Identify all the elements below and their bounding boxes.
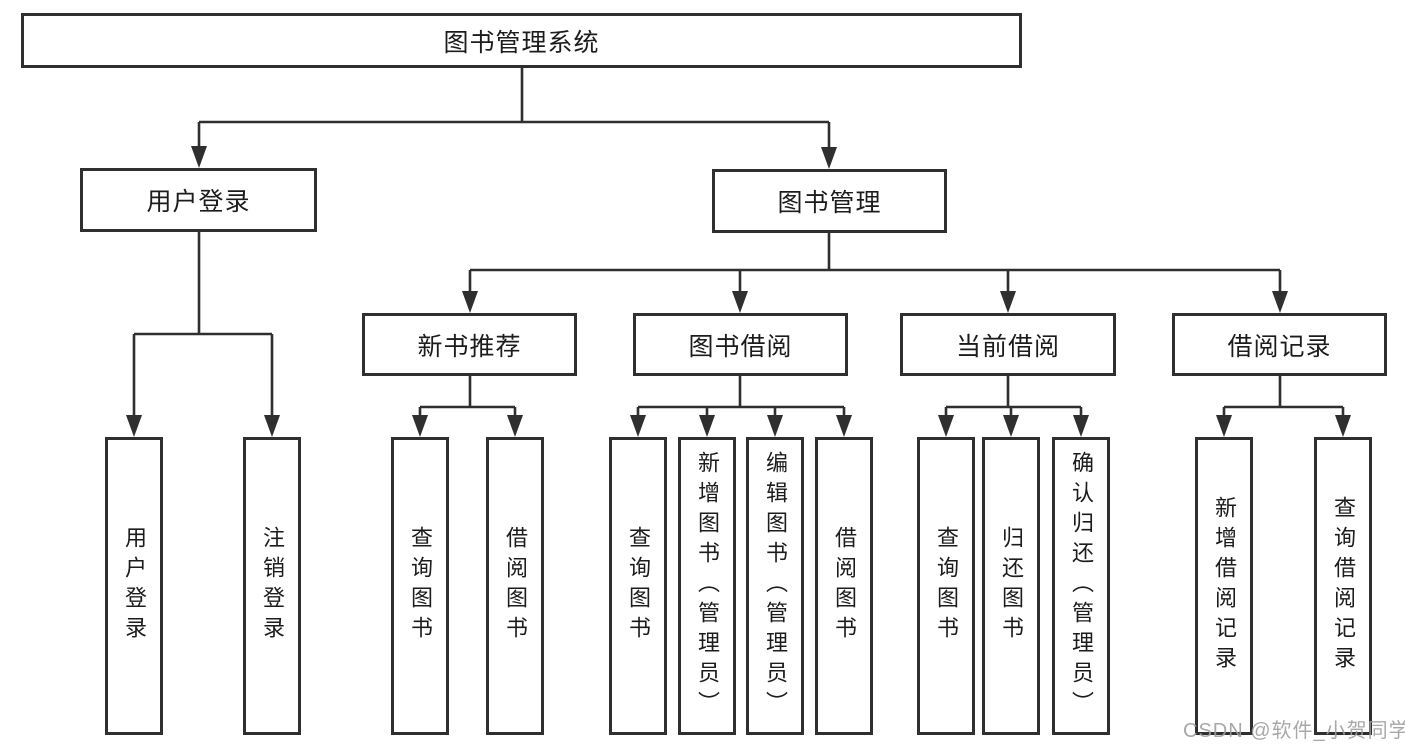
node-book-borrowing: 图书借阅 bbox=[633, 313, 848, 376]
leaf-query-borrow-record-label: 查询借阅记录 bbox=[1331, 496, 1356, 676]
node-book-management: 图书管理 bbox=[712, 169, 947, 233]
leaf-add-borrow-record: 新增借阅记录 bbox=[1195, 437, 1253, 735]
leaf-query-books-current: 查询图书 bbox=[917, 437, 975, 735]
leaf-edit-book-admin: 编辑图书（管理员） bbox=[746, 437, 804, 735]
leaf-user-login: 用户登录 bbox=[105, 437, 163, 735]
leaf-query-books-borrowing-label: 查询图书 bbox=[626, 526, 651, 646]
leaf-confirm-return-admin: 确认归还（管理员） bbox=[1052, 437, 1110, 735]
node-book-borrowing-label: 图书借阅 bbox=[688, 332, 793, 361]
leaf-user-login-label: 用户登录 bbox=[122, 526, 147, 646]
leaf-query-books-recommend: 查询图书 bbox=[391, 437, 449, 735]
leaf-borrow-books-borrowing-label: 借阅图书 bbox=[832, 526, 857, 646]
csdn-watermark: CSDN @软件_小贺同学 bbox=[1183, 720, 1405, 742]
leaf-logout: 注销登录 bbox=[243, 437, 301, 735]
leaf-add-book-admin-label: 新增图书（管理员） bbox=[695, 451, 720, 721]
node-user-login: 用户登录 bbox=[80, 168, 317, 232]
node-book-management-label: 图书管理 bbox=[777, 189, 882, 217]
node-new-book-recommend-label: 新书推荐 bbox=[417, 332, 522, 361]
node-current-borrowing: 当前借阅 bbox=[900, 313, 1116, 376]
leaf-query-books-current-label: 查询图书 bbox=[934, 526, 959, 646]
node-borrowing-records-label: 借阅记录 bbox=[1227, 332, 1332, 361]
leaf-logout-label: 注销登录 bbox=[260, 526, 285, 646]
leaf-query-books-borrowing: 查询图书 bbox=[609, 437, 667, 735]
node-borrowing-records: 借阅记录 bbox=[1172, 313, 1387, 376]
leaf-query-books-recommend-label: 查询图书 bbox=[408, 526, 433, 646]
leaf-return-book: 归还图书 bbox=[982, 437, 1040, 735]
leaf-add-borrow-record-label: 新增借阅记录 bbox=[1212, 496, 1237, 676]
node-user-login-label: 用户登录 bbox=[146, 188, 251, 216]
leaf-add-book-admin: 新增图书（管理员） bbox=[678, 437, 736, 735]
leaf-borrow-books-recommend-label: 借阅图书 bbox=[503, 526, 528, 646]
node-root-label: 图书管理系统 bbox=[443, 28, 600, 57]
leaf-borrow-books-borrowing: 借阅图书 bbox=[815, 437, 873, 735]
leaf-borrow-books-recommend: 借阅图书 bbox=[486, 437, 544, 735]
leaf-query-borrow-record: 查询借阅记录 bbox=[1314, 437, 1372, 735]
leaf-confirm-return-admin-label: 确认归还（管理员） bbox=[1069, 451, 1094, 721]
leaf-edit-book-admin-label: 编辑图书（管理员） bbox=[763, 451, 788, 721]
node-new-book-recommend: 新书推荐 bbox=[362, 313, 577, 376]
leaf-return-book-label: 归还图书 bbox=[999, 526, 1024, 646]
node-current-borrowing-label: 当前借阅 bbox=[955, 332, 1060, 361]
node-root-system: 图书管理系统 bbox=[21, 13, 1022, 68]
